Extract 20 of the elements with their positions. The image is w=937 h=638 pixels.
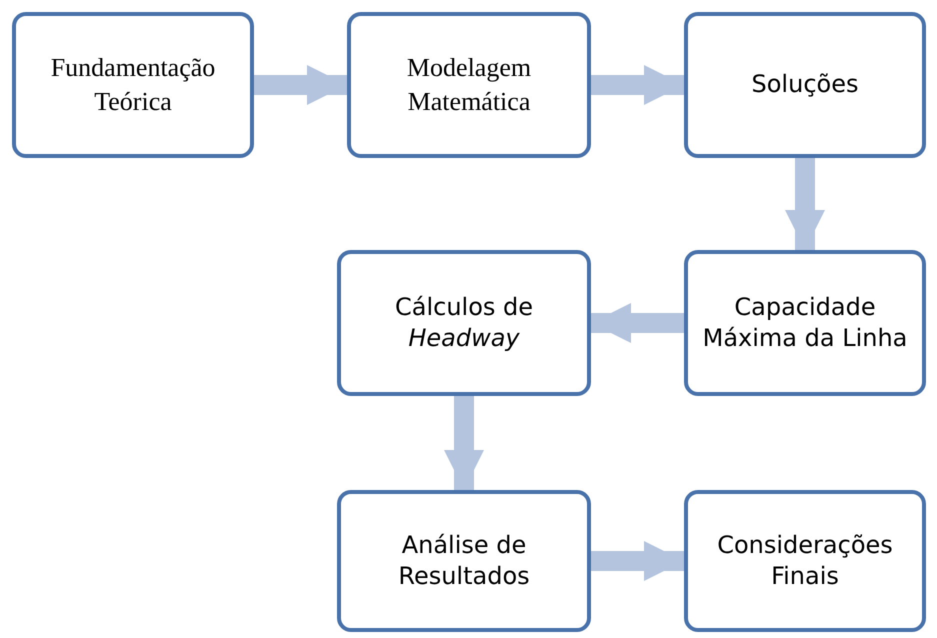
box-label: Considerações Finais xyxy=(716,530,894,592)
process-box xyxy=(684,490,926,632)
process-box xyxy=(337,490,591,632)
box-label: Modelagem Matemática xyxy=(406,52,532,118)
process-box xyxy=(12,12,254,158)
block-arrow xyxy=(591,541,684,581)
block-arrow xyxy=(591,65,684,105)
process-box xyxy=(684,250,926,396)
process-box xyxy=(337,250,591,396)
box-label: Soluções xyxy=(750,69,860,100)
box-label: Capacidade Máxima da Linha xyxy=(702,292,908,354)
block-arrow xyxy=(785,158,825,250)
block-arrow xyxy=(444,396,484,490)
process-box xyxy=(684,12,926,158)
block-arrow xyxy=(591,303,684,343)
box-label: Cálculos de Headway xyxy=(394,292,534,354)
block-arrow xyxy=(254,65,347,105)
box-label: Análise de Resultados xyxy=(397,530,531,592)
box-label: Fundamentação Teórica xyxy=(50,52,216,118)
process-box xyxy=(347,12,591,158)
